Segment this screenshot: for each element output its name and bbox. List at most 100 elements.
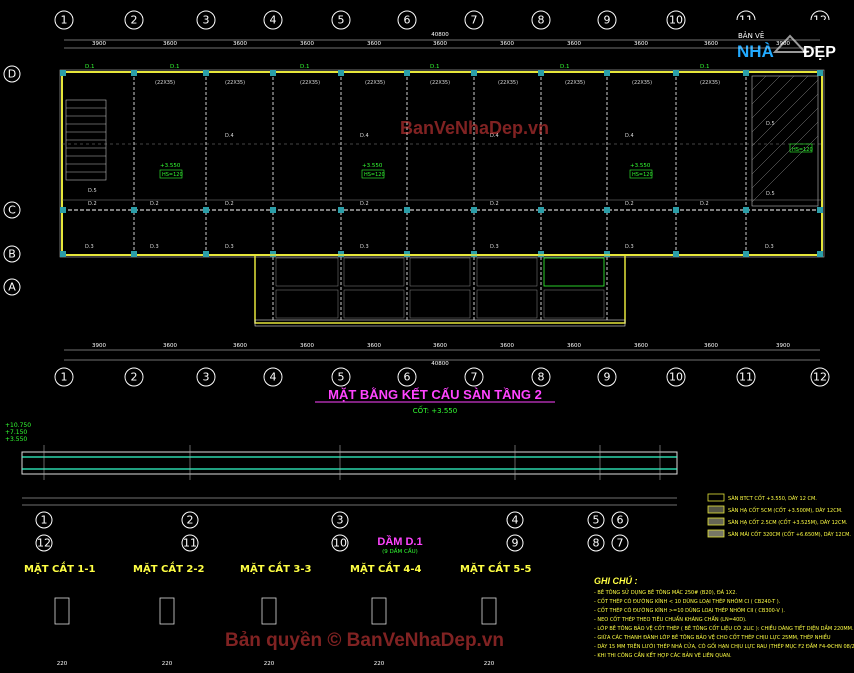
svg-text:3: 3 (203, 14, 210, 27)
axis-marker: 6 (397, 367, 417, 387)
svg-text:HS=120: HS=120 (792, 147, 813, 153)
svg-text:D: D (8, 68, 16, 81)
svg-text:D.4: D.4 (225, 133, 234, 139)
svg-text:- LỚP BÊ TÔNG BẢO VỆ CỐT THÉP: - LỚP BÊ TÔNG BẢO VỆ CỐT THÉP ( BÊ TÔNG … (594, 624, 854, 632)
svg-text:D.3: D.3 (360, 244, 369, 250)
logo: BẢN VẼ NHÀ ĐẸP (733, 20, 843, 62)
axis-marker: 7 (464, 10, 484, 30)
axis-marker: 5 (331, 10, 351, 30)
axis-marker: 8 (531, 10, 551, 30)
svg-text:12: 12 (813, 371, 827, 384)
svg-text:4: 4 (512, 514, 519, 527)
axis-marker: 11 (181, 534, 199, 552)
axis-marker: 9 (597, 10, 617, 30)
svg-text:D.3: D.3 (625, 244, 634, 250)
house-icon (772, 34, 808, 53)
axis-marker: 6 (611, 511, 629, 529)
svg-text:(22X35): (22X35) (430, 80, 450, 86)
stair-right (751, 75, 819, 207)
svg-text:HS=120: HS=120 (162, 172, 183, 178)
beam-elevation: +10.750 +7.150 +3.550 (5, 422, 678, 506)
sections: MẶT CẮT 1-1 220 MẶT CẮT 2-2 220 MẶT CẮT … (24, 560, 531, 667)
svg-text:MẶT CẮT 5-5: MẶT CẮT 5-5 (460, 560, 531, 575)
svg-text:D.5: D.5 (88, 188, 97, 194)
svg-text:D.1: D.1 (170, 64, 179, 70)
svg-text:D.3: D.3 (490, 244, 499, 250)
section-4: MẶT CẮT 4-4 220 (350, 560, 421, 667)
svg-text:3: 3 (203, 371, 210, 384)
svg-text:3: 3 (337, 514, 344, 527)
axis-marker: 1 (54, 367, 74, 387)
logo-brand-right: ĐẸP (803, 44, 836, 61)
svg-text:8: 8 (538, 14, 545, 27)
svg-text:1: 1 (61, 371, 68, 384)
svg-text:220: 220 (264, 661, 275, 667)
axis-marker: 3 (331, 511, 349, 529)
svg-text:11: 11 (739, 371, 753, 384)
svg-text:D.1: D.1 (700, 64, 709, 70)
svg-text:GHI CHÚ :: GHI CHÚ : (594, 575, 638, 586)
svg-text:7: 7 (617, 537, 624, 550)
svg-text:HS=120: HS=120 (364, 172, 385, 178)
svg-text:(22X35): (22X35) (225, 80, 245, 86)
svg-text:D.3: D.3 (765, 244, 774, 250)
axis-marker: 8 (587, 534, 605, 552)
section-1: MẶT CẮT 1-1 220 (24, 560, 95, 667)
svg-text:+3.550: +3.550 (5, 436, 27, 443)
axis-marker: 10 (666, 10, 686, 30)
svg-text:10: 10 (333, 537, 347, 550)
axis-marker: D (3, 65, 21, 83)
svg-text:(22X35): (22X35) (700, 80, 720, 86)
svg-text:+3.550: +3.550 (160, 163, 181, 169)
svg-text:3600: 3600 (500, 41, 514, 47)
svg-text:2: 2 (131, 371, 138, 384)
svg-text:3600: 3600 (704, 41, 718, 47)
lower-wing (254, 254, 626, 327)
svg-text:- CỐT THÉP CÓ ĐƯỜNG KÍNH >=10: - CỐT THÉP CÓ ĐƯỜNG KÍNH >=10 DÙNG LOẠI … (594, 606, 785, 614)
svg-text:3900: 3900 (92, 343, 106, 349)
svg-text:220: 220 (57, 661, 68, 667)
svg-text:3600: 3600 (233, 41, 247, 47)
svg-text:220: 220 (374, 661, 385, 667)
axis-markers-left: D C B A (3, 65, 21, 296)
axis-marker: 5 (587, 511, 605, 529)
axis-marker: C (3, 201, 21, 219)
svg-text:9: 9 (604, 371, 611, 384)
svg-text:3600: 3600 (163, 41, 177, 47)
svg-text:SÀN MÁI CỐT 320CM (CỐT +6.650M: SÀN MÁI CỐT 320CM (CỐT +6.650M), DÀY 12C… (728, 530, 851, 538)
svg-text:7: 7 (471, 371, 478, 384)
svg-text:- DÀY 15 MM TRÊN LƯỚI THÉP NHÀ: - DÀY 15 MM TRÊN LƯỚI THÉP NHÀ CỬA, CÓ G… (594, 642, 854, 650)
svg-text:(22X35): (22X35) (565, 80, 585, 86)
svg-text:D.1: D.1 (300, 64, 309, 70)
svg-text:+10.750: +10.750 (5, 422, 31, 429)
svg-text:MẶT CẮT 1-1: MẶT CẮT 1-1 (24, 560, 95, 575)
svg-text:6: 6 (404, 371, 411, 384)
svg-text:11: 11 (183, 537, 197, 550)
svg-text:(22X35): (22X35) (632, 80, 652, 86)
axis-marker: B (3, 245, 21, 263)
stair-left (65, 99, 107, 181)
svg-text:D.2: D.2 (700, 201, 709, 207)
svg-text:D.5: D.5 (766, 191, 775, 197)
dimension-bottom: 40800 3900 3600 3600 3600 3600 3600 3600… (64, 343, 820, 367)
svg-text:1: 1 (61, 14, 68, 27)
svg-text:3600: 3600 (163, 343, 177, 349)
svg-text:D.1: D.1 (430, 64, 439, 70)
axis-markers-top: 1 2 3 4 5 6 7 8 9 10 11 12 (54, 10, 830, 30)
svg-text:D.1: D.1 (85, 64, 94, 70)
axis-marker: 5 (331, 367, 351, 387)
section-5: MẶT CẮT 5-5 220 (460, 560, 531, 667)
svg-text:2: 2 (187, 514, 194, 527)
svg-text:10: 10 (669, 371, 683, 384)
svg-text:+7.150: +7.150 (5, 429, 27, 436)
axis-marker: 1 (35, 511, 53, 529)
axis-marker: 10 (666, 367, 686, 387)
svg-text:6: 6 (404, 14, 411, 27)
axis-marker: 6 (397, 10, 417, 30)
svg-text:- CỐT THÉP CÓ ĐƯỜNG KÍNH < 10: - CỐT THÉP CÓ ĐƯỜNG KÍNH < 10 DÙNG LOẠI … (594, 597, 781, 605)
svg-text:(22X35): (22X35) (300, 80, 320, 86)
svg-text:D.3: D.3 (150, 244, 159, 250)
svg-text:5: 5 (338, 371, 345, 384)
beam-title: DẦM D.1 (377, 535, 422, 548)
svg-text:D.3: D.3 (225, 244, 234, 250)
